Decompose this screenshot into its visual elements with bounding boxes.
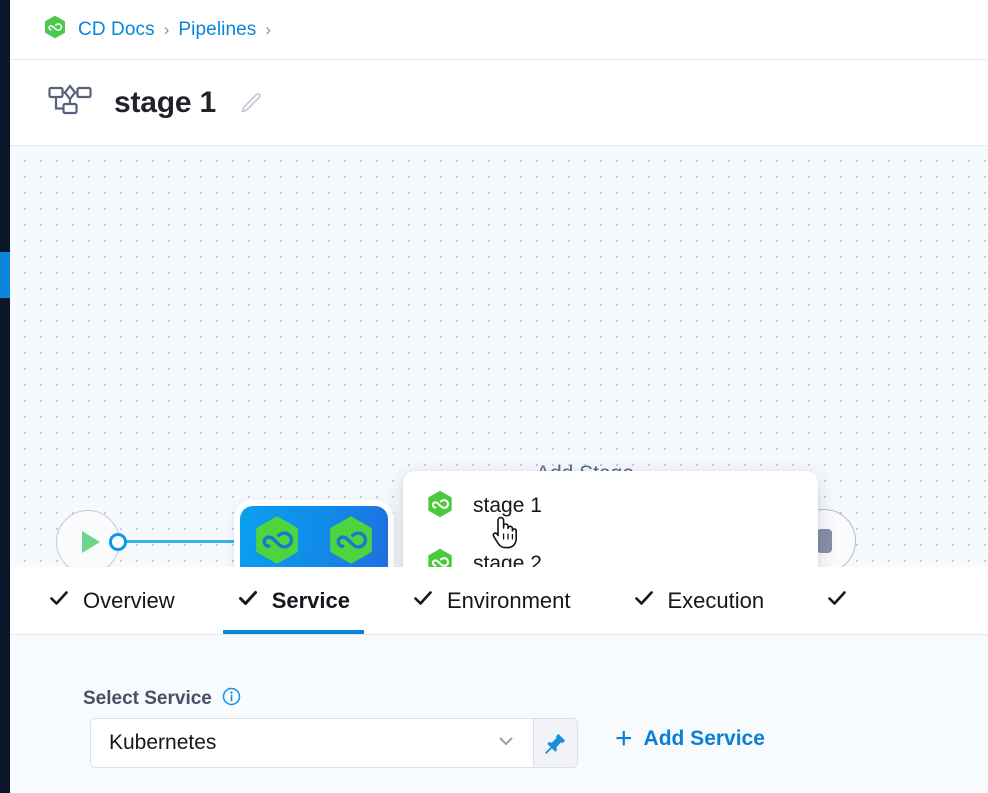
info-icon[interactable] — [222, 687, 241, 711]
tab-overview[interactable]: Overview — [48, 567, 175, 634]
chevron-down-icon — [496, 731, 516, 756]
stage-group-node[interactable] — [240, 506, 388, 567]
breadcrumb: CD Docs › Pipelines › — [10, 0, 988, 60]
check-icon — [237, 587, 259, 614]
left-nav-rail — [0, 0, 10, 793]
pencil-icon[interactable] — [238, 90, 264, 116]
tab-environment[interactable]: Environment — [412, 567, 571, 634]
check-icon — [826, 587, 848, 614]
breadcrumb-item-cd-docs[interactable]: CD Docs — [78, 18, 155, 40]
breadcrumb-item-pipelines[interactable]: Pipelines — [178, 18, 257, 40]
check-icon — [633, 587, 655, 614]
harness-cd-hexagon-icon — [328, 515, 374, 568]
harness-cd-hexagon-icon — [44, 15, 66, 44]
service-form-panel: Select Service Kubernetes + Add Service — [10, 635, 988, 793]
pipeline-canvas[interactable]: stage 1 + 1 more stages Add Stage stage … — [10, 146, 988, 567]
left-nav-active-indicator — [0, 252, 10, 298]
tab-label: Overview — [83, 587, 175, 613]
tab-advanced[interactable] — [826, 567, 861, 634]
select-service-label-row: Select Service — [83, 687, 241, 711]
check-icon — [48, 587, 70, 614]
breadcrumb-separator: › — [163, 19, 170, 39]
pin-icon[interactable] — [534, 718, 578, 768]
stage-selector-popup[interactable]: stage 1 stage 2 — [403, 471, 818, 567]
page-header: stage 1 — [10, 60, 988, 146]
tab-service[interactable]: Service — [222, 567, 365, 634]
breadcrumb-separator: › — [265, 19, 272, 39]
stop-icon — [816, 529, 832, 553]
plus-icon: + — [615, 722, 633, 755]
stage-tabs: Overview Service Environment Execution — [10, 567, 988, 635]
start-node-connector-dot[interactable] — [109, 533, 127, 551]
page-title: stage 1 — [114, 85, 216, 119]
tab-label: Execution — [667, 587, 765, 613]
pipeline-stage-graph-icon — [48, 83, 92, 122]
stage-group-node-wrapper: stage 1 + 1 more stages — [234, 500, 394, 567]
tab-label: Environment — [446, 587, 571, 613]
popup-item-stage-2[interactable]: stage 2 — [403, 535, 818, 567]
select-service-value: Kubernetes — [109, 731, 217, 754]
check-icon — [412, 587, 434, 614]
harness-cd-hexagon-icon — [254, 515, 300, 568]
popup-item-stage-1[interactable]: stage 1 — [403, 477, 818, 535]
connector-line — [122, 540, 247, 543]
harness-cd-hexagon-icon — [427, 490, 453, 523]
harness-cd-hexagon-icon — [427, 548, 453, 567]
tab-label: Service — [271, 587, 350, 613]
add-service-label: Add Service — [643, 727, 765, 750]
popup-item-label: stage 1 — [473, 494, 542, 517]
service-field-group: Kubernetes — [90, 718, 578, 768]
tab-execution[interactable]: Execution — [633, 567, 765, 634]
select-service-label: Select Service — [83, 688, 212, 709]
add-service-button[interactable]: + Add Service — [615, 722, 765, 755]
popup-item-label: stage 2 — [473, 552, 542, 567]
select-service-dropdown[interactable]: Kubernetes — [90, 718, 534, 768]
play-icon — [81, 531, 100, 553]
